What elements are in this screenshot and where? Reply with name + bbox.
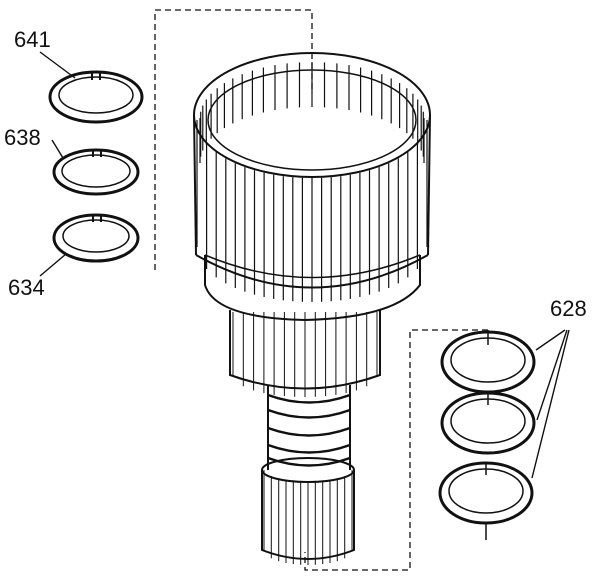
shaft-lower-spline xyxy=(261,457,355,565)
snap-ring-634 xyxy=(52,213,140,263)
snap-ring-641 xyxy=(48,70,144,124)
ring-628-top xyxy=(440,330,536,394)
snap-ring-638 xyxy=(52,148,140,196)
shaft-seal-grooves xyxy=(267,385,351,470)
leader-628-a xyxy=(535,329,566,351)
ring-628-bottom xyxy=(438,461,534,540)
leader-lines xyxy=(39,51,570,479)
label-628: 628 xyxy=(550,296,587,321)
leader-628-b xyxy=(536,329,568,421)
ring-628-middle xyxy=(440,391,536,455)
label-634: 634 xyxy=(8,275,45,300)
lower-bracket xyxy=(304,329,488,571)
drum-body xyxy=(193,52,431,302)
upper-bracket xyxy=(154,9,313,270)
leader-634 xyxy=(39,253,67,277)
drum-shaft-assembly xyxy=(193,52,431,565)
leader-628-c xyxy=(531,329,570,479)
leader-641 xyxy=(39,51,76,79)
label-641: 641 xyxy=(14,27,51,52)
leader-638 xyxy=(51,139,64,159)
alignment-brackets xyxy=(154,9,488,571)
hub-splines xyxy=(229,310,381,397)
label-638: 638 xyxy=(4,125,41,150)
